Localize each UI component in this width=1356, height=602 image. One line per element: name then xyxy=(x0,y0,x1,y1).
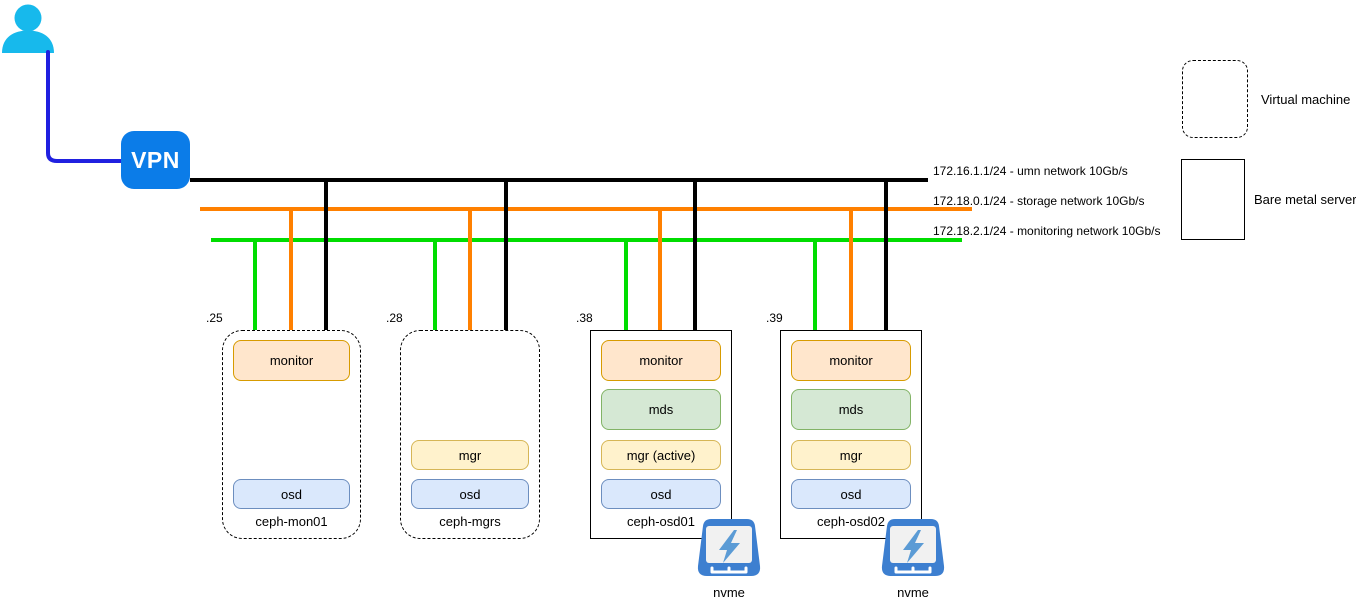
umn-network-label: 172.16.1.1/24 - umn network 10Gb/s xyxy=(933,164,1128,178)
node-ip-label: .38 xyxy=(576,311,593,325)
node-ceph-osd02: monitor mds mgr osd ceph-osd02 xyxy=(780,330,922,539)
drop-monitoring-osd01 xyxy=(624,238,628,330)
node-name: ceph-mgrs xyxy=(439,514,501,529)
component-monitor: monitor xyxy=(233,340,350,381)
legend-bare-metal-shape xyxy=(1181,159,1245,240)
nvme-label: nvme xyxy=(713,585,745,600)
nvme-drive-icon xyxy=(881,519,945,576)
component-mds: mds xyxy=(791,389,911,430)
node-ip-label: .25 xyxy=(206,311,223,325)
monitoring-network-label: 172.18.2.1/24 - monitoring network 10Gb/… xyxy=(933,224,1161,238)
drop-umn-osd02 xyxy=(884,178,888,330)
component-mgr: mgr xyxy=(791,440,911,470)
node-name: ceph-osd01 xyxy=(627,514,695,529)
drop-storage-osd02 xyxy=(849,207,853,330)
component-monitor: monitor xyxy=(601,340,721,381)
component-osd: osd xyxy=(601,479,721,509)
component-osd: osd xyxy=(233,479,350,509)
node-name: ceph-mon01 xyxy=(255,514,328,529)
storage-network-bus xyxy=(200,207,972,211)
legend-bare-metal-label: Bare metal server xyxy=(1254,192,1356,207)
drop-storage-osd01 xyxy=(658,207,662,330)
component-mds: mds xyxy=(601,389,721,430)
node-ceph-mgrs: mgr osd ceph-mgrs xyxy=(400,330,540,539)
vpn-label: VPN xyxy=(131,146,180,173)
drop-monitoring-mgrs xyxy=(433,238,437,330)
legend-virtual-machine-shape xyxy=(1182,60,1248,138)
user-vpn-link xyxy=(46,50,123,163)
storage-network-label: 172.18.0.1/24 - storage network 10Gb/s xyxy=(933,194,1145,208)
nvme-label: nvme xyxy=(897,585,929,600)
node-ip-label: .28 xyxy=(386,311,403,325)
component-osd: osd xyxy=(411,479,529,509)
drop-storage-mon01 xyxy=(289,207,293,330)
node-ip-label: .39 xyxy=(766,311,783,325)
monitoring-network-bus xyxy=(211,238,962,242)
vpn-box: VPN xyxy=(121,131,190,189)
drop-monitoring-osd02 xyxy=(813,238,817,330)
drop-umn-osd01 xyxy=(693,178,697,330)
drop-umn-mon01 xyxy=(324,178,328,330)
node-ceph-osd01: monitor mds mgr (active) osd ceph-osd01 xyxy=(590,330,732,539)
node-ceph-mon01: monitor osd ceph-mon01 xyxy=(222,330,361,539)
drop-umn-mgrs xyxy=(504,178,508,330)
component-osd: osd xyxy=(791,479,911,509)
nvme-drive-icon xyxy=(697,519,761,576)
user-icon xyxy=(2,4,54,53)
legend-virtual-machine-label: Virtual machine xyxy=(1261,92,1351,107)
component-mgr: mgr xyxy=(411,440,529,470)
component-monitor: monitor xyxy=(791,340,911,381)
drop-monitoring-mon01 xyxy=(253,238,257,330)
drop-storage-mgrs xyxy=(468,207,472,330)
node-name: ceph-osd02 xyxy=(817,514,885,529)
component-mgr-active: mgr (active) xyxy=(601,440,721,470)
umn-network-bus xyxy=(190,178,928,182)
